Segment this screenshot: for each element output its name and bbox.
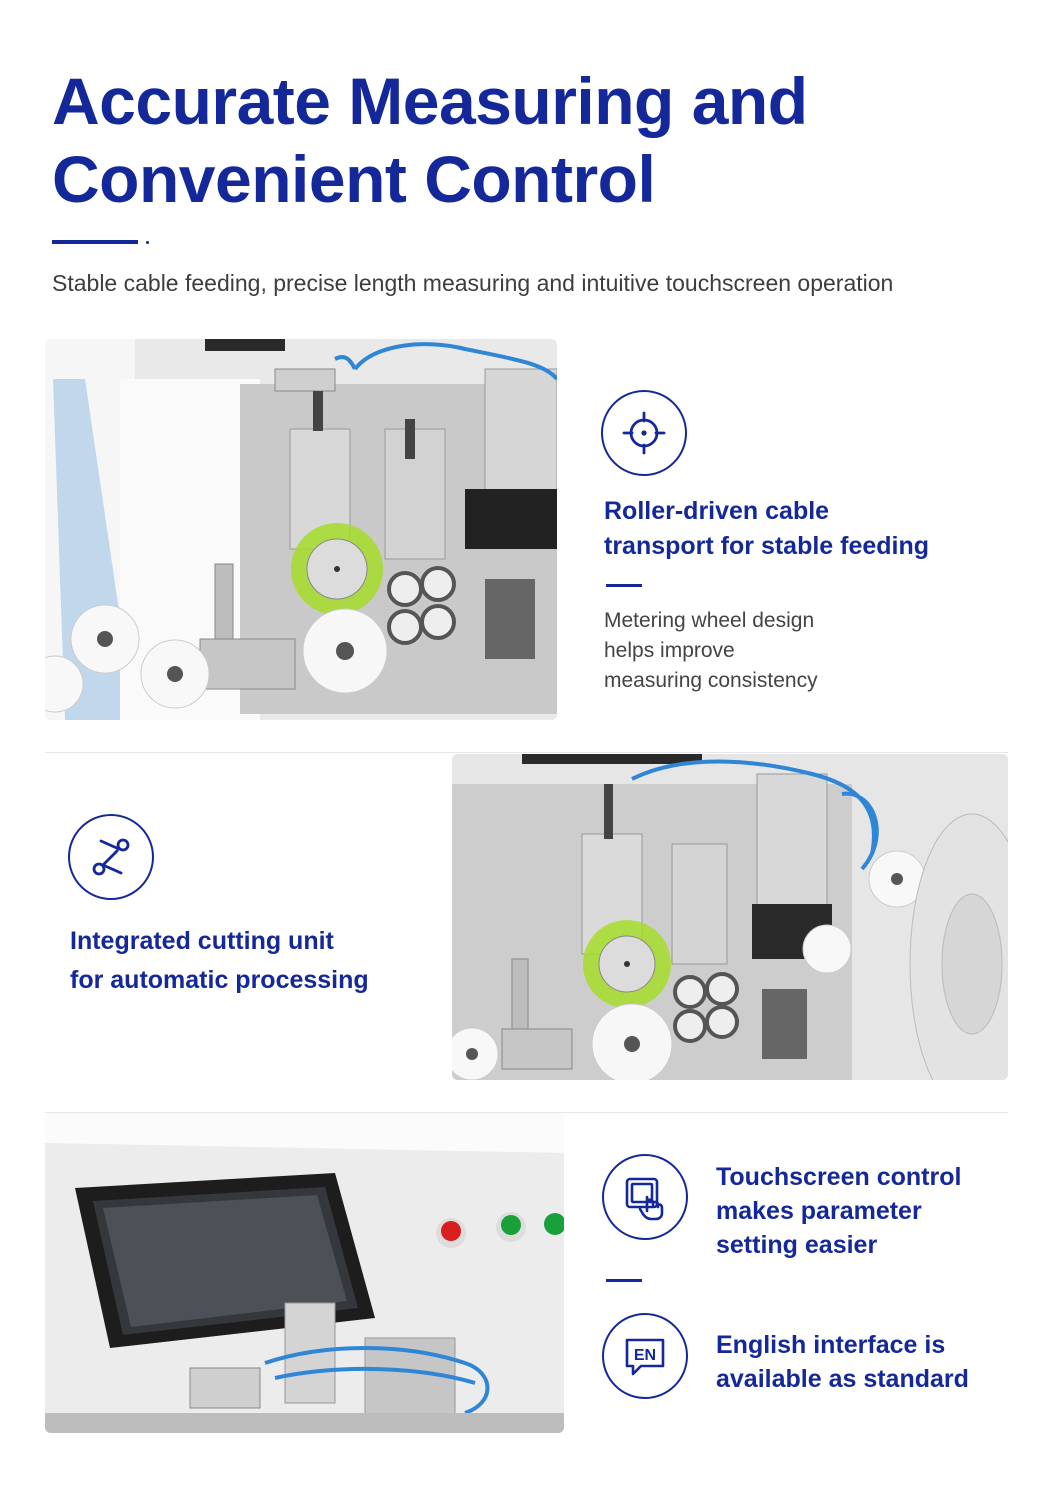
cutting-feature-title-line-2: for automatic processing bbox=[70, 966, 369, 994]
feeding-description-line-1: Metering wheel design bbox=[604, 609, 815, 632]
page-title: Accurate Measuring and Convenient Contro… bbox=[52, 62, 1012, 218]
touchscreen-photo bbox=[45, 1113, 564, 1433]
scissors-icon bbox=[68, 814, 154, 900]
touchscreen-title-line-1: Touchscreen control bbox=[716, 1163, 962, 1191]
feeding-feature-description: Metering wheel design helps improve meas… bbox=[604, 606, 1024, 696]
feeding-feature-title-line-1: Roller-driven cable bbox=[604, 497, 830, 525]
touchscreen-feature-title: Touchscreen control makes parameter sett… bbox=[716, 1160, 1016, 1262]
cutting-unit-photo bbox=[452, 754, 1008, 1080]
feeding-description-line-2: helps improve bbox=[604, 639, 735, 662]
touchscreen-divider bbox=[606, 1279, 642, 1282]
english-feature-title: English interface is available as standa… bbox=[716, 1328, 1016, 1396]
cutting-feature-title: Integrated cutting unit for automatic pr… bbox=[70, 922, 450, 1000]
page-subtitle: Stable cable feeding, precise length mea… bbox=[52, 270, 894, 296]
feeding-feature-title-line-2: transport for stable feeding bbox=[604, 532, 930, 560]
section-divider-2 bbox=[45, 1112, 1008, 1113]
language-en-icon: EN bbox=[602, 1313, 688, 1399]
target-icon bbox=[601, 390, 687, 476]
english-title-line-1: English interface is bbox=[716, 1331, 946, 1359]
feeding-divider bbox=[606, 584, 642, 587]
feeding-description-line-3: measuring consistency bbox=[604, 669, 818, 692]
feeding-rollers-photo bbox=[45, 339, 557, 720]
english-title-line-2: available as standard bbox=[716, 1365, 969, 1393]
feeding-feature-title: Roller-driven cable transport for stable… bbox=[604, 494, 1024, 564]
language-badge-text: EN bbox=[634, 1347, 656, 1364]
page-title-line-1: Accurate Measuring and bbox=[52, 64, 808, 138]
touchscreen-icon bbox=[602, 1154, 688, 1240]
page-title-line-2: Convenient Control bbox=[52, 142, 656, 216]
touchscreen-title-line-3: setting easier bbox=[716, 1231, 878, 1259]
cutting-feature-title-line-1: Integrated cutting unit bbox=[70, 927, 334, 955]
title-underline bbox=[52, 240, 138, 244]
section-divider-1 bbox=[45, 752, 1008, 753]
title-underline-dot bbox=[146, 241, 149, 244]
touchscreen-title-line-2: makes parameter bbox=[716, 1197, 922, 1225]
